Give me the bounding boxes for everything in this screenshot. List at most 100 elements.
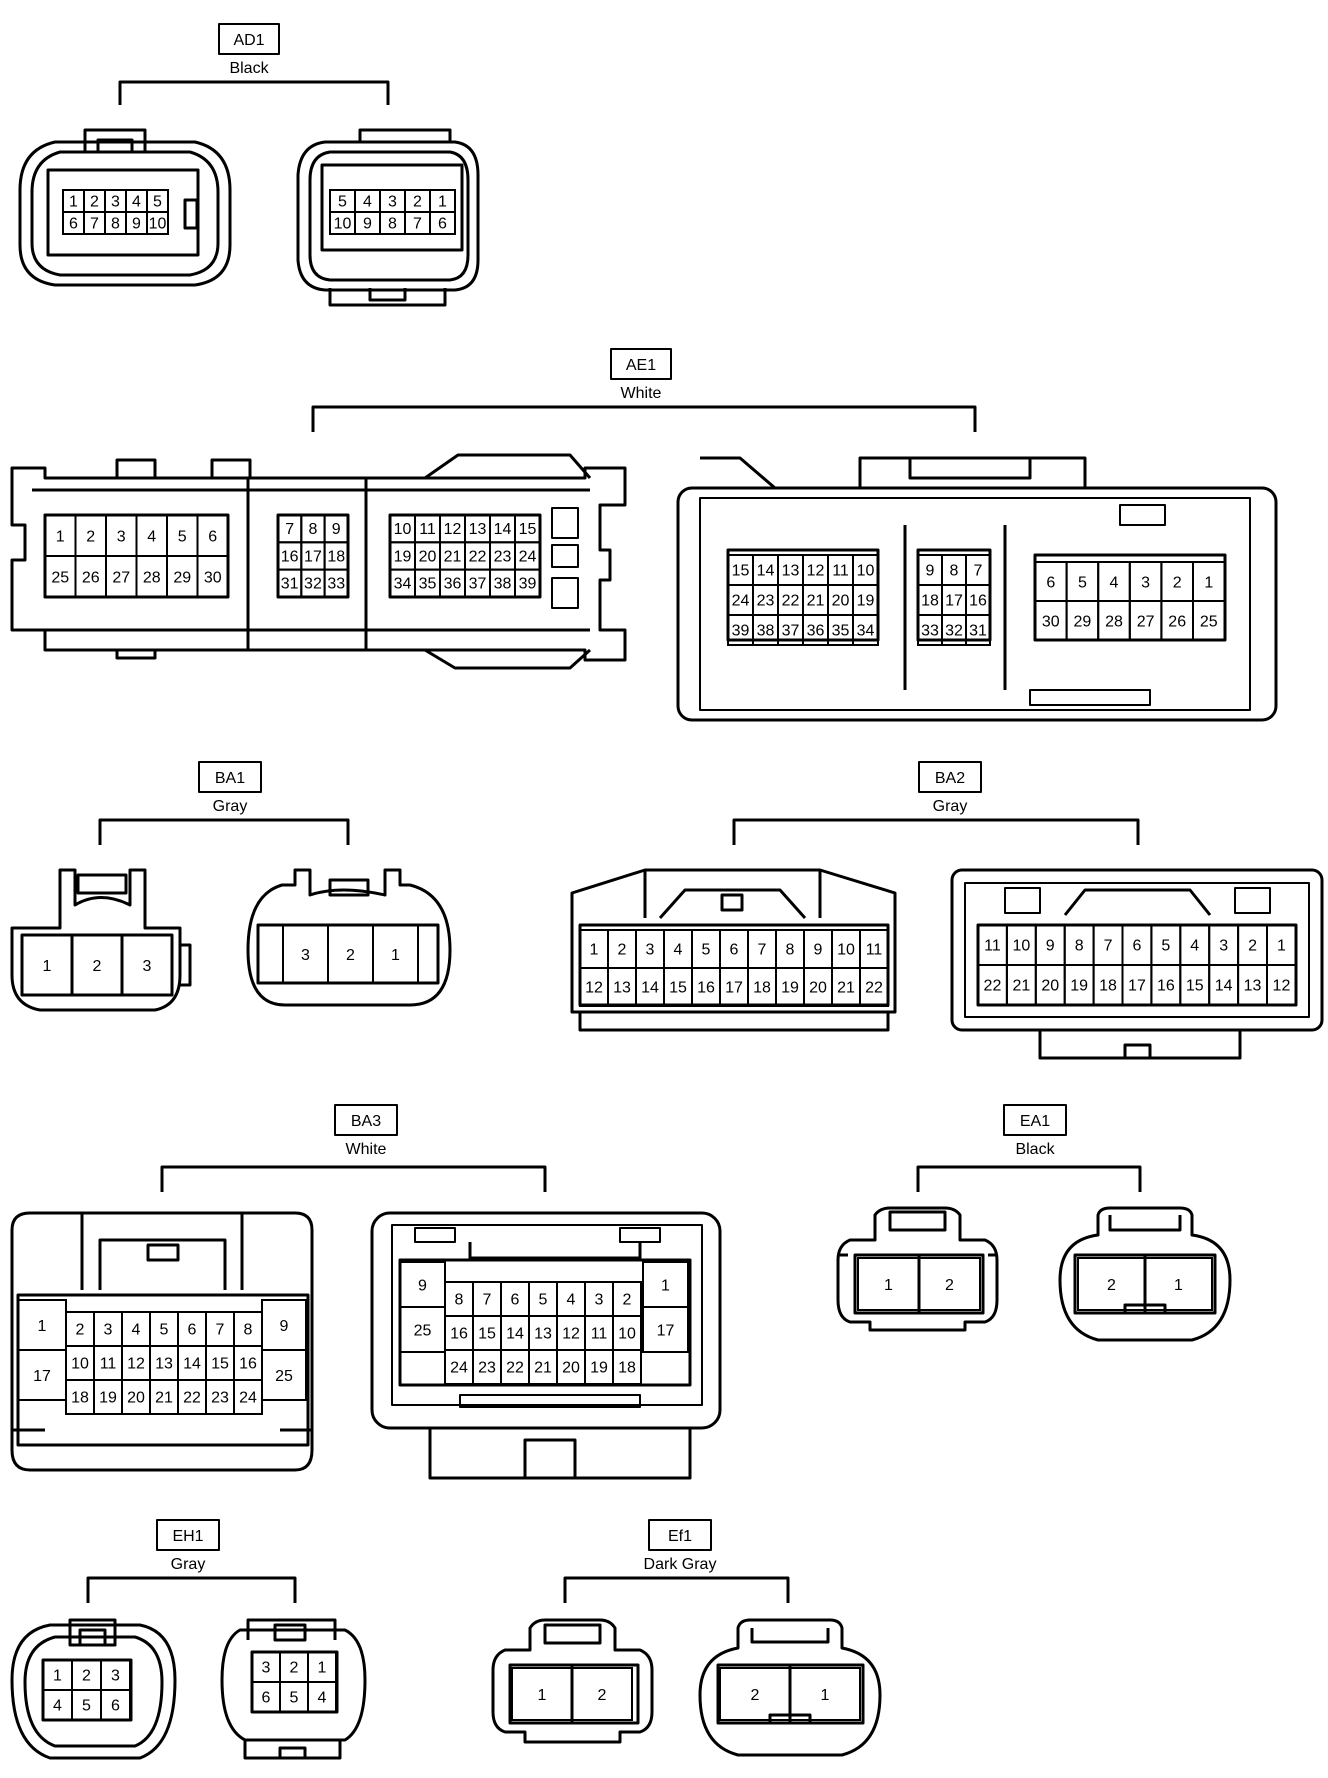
pin-number: 2 — [86, 528, 95, 545]
pin-number: 5 — [290, 1689, 299, 1706]
pin-number: 18 — [1099, 977, 1117, 994]
pin-number: 6 — [1132, 937, 1141, 954]
connector-ad1-b — [296, 128, 480, 307]
connector-id: EA1 — [1020, 1113, 1050, 1130]
pin-number: 33 — [921, 622, 939, 639]
pin-number: 3 — [301, 947, 310, 964]
pin-number: 19 — [857, 592, 875, 609]
pin-number: 20 — [832, 592, 850, 609]
pin-number: 4 — [147, 528, 156, 545]
pin-cell — [1192, 600, 1226, 641]
pin-number: 20 — [562, 1359, 580, 1376]
pin-number: 9 — [280, 1318, 289, 1335]
pin-number: 31 — [281, 576, 299, 593]
pin-number: 2 — [618, 941, 627, 958]
pin-number: 1 — [538, 1687, 547, 1704]
connector-color: White — [621, 385, 662, 402]
connector-id-box — [334, 1104, 398, 1136]
pin-number: 22 — [183, 1389, 201, 1406]
connector-id: BA1 — [215, 770, 245, 787]
pin-cell — [1144, 1257, 1213, 1311]
pin-number: 9 — [332, 521, 341, 538]
pin-number: 1 — [438, 193, 447, 210]
pin-number: 19 — [394, 548, 412, 565]
connector-group-ea1: EA1 Black — [836, 1104, 1232, 1342]
pin-number: 23 — [757, 592, 775, 609]
pin-number: 14 — [183, 1355, 201, 1372]
connector-color: Gray — [213, 798, 248, 815]
pin-number: 8 — [1075, 937, 1084, 954]
pin-number: 25 — [1200, 613, 1218, 630]
pin-number: 21 — [534, 1359, 552, 1376]
pin-number: 9 — [418, 1277, 427, 1294]
pin-number: 29 — [173, 569, 191, 586]
connector-id-box — [918, 761, 982, 793]
pin-number: 6 — [438, 215, 447, 232]
connector-id-box — [156, 1519, 220, 1551]
pin-number: 20 — [419, 548, 437, 565]
pin-number: 11 — [984, 937, 1001, 954]
connector-id-box — [218, 23, 280, 55]
pin-number: 4 — [132, 1321, 141, 1338]
pin-number: 14 — [641, 979, 659, 996]
group-bracket — [916, 1165, 1142, 1192]
pin-number: 6 — [511, 1291, 520, 1308]
pin-number: 4 — [132, 193, 141, 210]
pin-number: 8 — [786, 941, 795, 958]
pin-number: 5 — [153, 193, 162, 210]
pin-number: 16 — [969, 592, 987, 609]
pin-number: 7 — [216, 1321, 225, 1338]
pin-cell — [852, 614, 879, 646]
connector-group-ae1: AE1 White — [10, 348, 1278, 722]
pin-number: 9 — [814, 941, 823, 958]
pin-number: 1 — [43, 958, 52, 975]
pin-number: 13 — [613, 979, 631, 996]
pin-number: 2 — [1173, 574, 1182, 591]
pin-number: 2 — [290, 1659, 299, 1676]
pin-number: 5 — [338, 193, 347, 210]
pin-number: 11 — [419, 521, 436, 538]
pin-number: 14 — [757, 562, 775, 579]
pin-number: 3 — [646, 941, 655, 958]
pin-number: 1 — [1204, 574, 1213, 591]
pin-number: 39 — [519, 576, 537, 593]
pin-number: 33 — [327, 576, 345, 593]
pin-number: 10 — [1012, 937, 1030, 954]
connector-ae1-b — [676, 456, 1278, 722]
pin-number: 19 — [99, 1389, 117, 1406]
pin-number: 16 — [450, 1325, 468, 1342]
pin-number: 22 — [782, 592, 800, 609]
pin-cell — [146, 211, 169, 235]
pin-cell — [196, 555, 229, 598]
pin-number: 21 — [444, 548, 462, 565]
pin-cell — [859, 967, 889, 1007]
pin-number: 3 — [117, 528, 126, 545]
connector-group-eh1: EH1 Gray — [10, 1519, 367, 1760]
pin-number: 22 — [984, 977, 1002, 994]
pin-number: 1 — [884, 1277, 893, 1294]
connector-group-ba1: BA1 Gray — [10, 761, 452, 1012]
pin-number: 31 — [969, 622, 987, 639]
pin-number: 12 — [562, 1325, 580, 1342]
pin-number: 25 — [414, 1322, 432, 1339]
pin-number: 1 — [1174, 1277, 1183, 1294]
pin-number: 18 — [71, 1389, 89, 1406]
connector-ba3-a — [10, 1211, 314, 1472]
connector-ba1-b — [246, 868, 452, 1007]
pin-number: 7 — [1104, 937, 1113, 954]
pin-number: 23 — [478, 1359, 496, 1376]
pin-number: 36 — [444, 576, 462, 593]
pin-number: 30 — [1042, 613, 1060, 630]
pin-number: 22 — [469, 548, 487, 565]
pin-number: 15 — [478, 1325, 496, 1342]
pin-number: 11 — [100, 1355, 117, 1372]
pin-number: 15 — [732, 562, 750, 579]
pin-number: 38 — [494, 576, 512, 593]
pin-number: 20 — [127, 1389, 145, 1406]
pin-number: 7 — [90, 215, 99, 232]
pin-number: 35 — [832, 622, 850, 639]
pin-number: 1 — [661, 1277, 670, 1294]
pin-number: 9 — [1046, 937, 1055, 954]
pin-number: 19 — [1070, 977, 1088, 994]
